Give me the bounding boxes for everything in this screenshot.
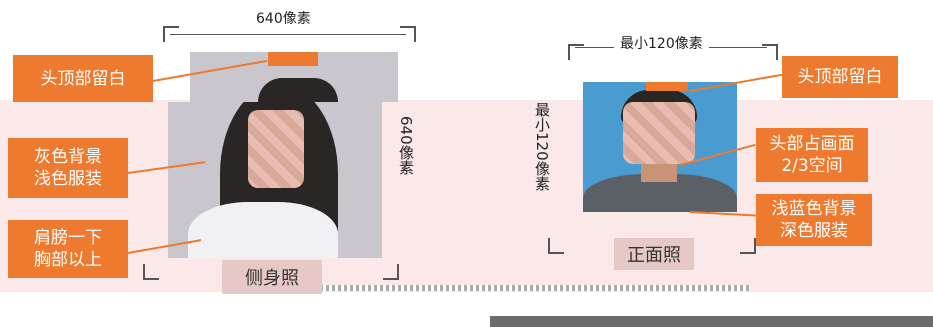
left-photo-hair-top [258, 78, 338, 102]
label-blue-background: 浅蓝色背景 深色服装 [756, 194, 872, 246]
stripe-bar [320, 285, 750, 291]
width-dimension-line [170, 34, 406, 35]
headroom-marker [646, 82, 688, 91]
label-headroom: 头顶部留白 [13, 55, 153, 102]
label-crop: 肩膀一下 胸部以上 [8, 220, 128, 278]
blurred-face [623, 102, 695, 164]
right-height-label: 最小120像素 [533, 102, 551, 191]
right-width-label: 最小120像素 [614, 33, 709, 53]
right-photo [583, 82, 737, 212]
right-caption: 正面照 [614, 238, 694, 270]
label-headroom: 头顶部留白 [782, 56, 898, 98]
frame-corner [740, 238, 756, 254]
frame-corner [143, 264, 159, 280]
frame-corner [400, 26, 416, 42]
frame-corner [568, 44, 584, 60]
left-caption: 侧身照 [222, 260, 322, 294]
left-width-label: 640像素 [250, 8, 317, 28]
left-photo [168, 102, 382, 258]
body [188, 202, 338, 258]
headroom-marker [268, 52, 318, 66]
frame-corner [383, 264, 399, 280]
frame-corner [762, 44, 778, 60]
left-height-label: 640像素 [397, 116, 415, 175]
blurred-face [248, 110, 304, 188]
frame-corner [548, 238, 564, 254]
bottom-bar [490, 316, 933, 327]
label-background: 灰色背景 浅色服装 [8, 138, 128, 198]
label-head-ratio: 头部占画面 2/3空间 [756, 128, 868, 182]
frame-corner [163, 26, 179, 42]
